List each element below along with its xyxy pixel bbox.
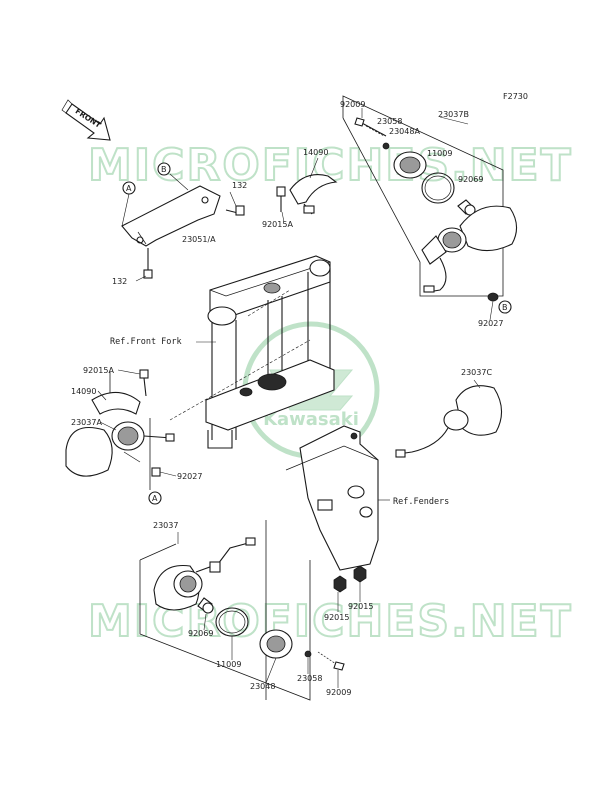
- label-23037a: 23037A: [71, 418, 102, 427]
- label-23037b: 23037B: [438, 110, 469, 119]
- label-92069-top: 92069: [458, 175, 483, 184]
- svg-text:A: A: [152, 494, 158, 503]
- label-92015a-top: 92015A: [262, 220, 293, 229]
- bolt-132-bottom: [143, 248, 153, 279]
- label-92009-bottom: 92009: [326, 688, 351, 697]
- turn-signal-23037b: [421, 205, 518, 293]
- o-ring-11009-top: [421, 172, 455, 204]
- label-92009-top: 92009: [340, 100, 365, 109]
- svg-text:B: B: [502, 303, 508, 312]
- label-23037: 23037: [153, 521, 178, 530]
- leader-lines: [97, 108, 494, 688]
- lens-ring-23048: [259, 629, 293, 659]
- lens-ring-23048a: [393, 151, 427, 179]
- svg-text:A: A: [126, 184, 132, 193]
- label-23037c: 23037C: [461, 368, 492, 377]
- washer-23058-top: [382, 142, 390, 150]
- screw-92009-bottom: [317, 651, 345, 671]
- callout-a-bottom: [148, 491, 162, 505]
- label-92027-top: 92027: [478, 319, 503, 328]
- bracket-23051a: [121, 185, 221, 247]
- bolt-132-top: [225, 205, 245, 216]
- front-fork-assembly: [205, 255, 335, 449]
- label-23051a: 23051/A: [182, 235, 216, 244]
- label-11009-top: 11009: [427, 149, 452, 158]
- label-23048a: 23048A: [389, 127, 420, 136]
- part-labels: 92009 23058 23048A 23037B 11009 92069 14…: [71, 100, 503, 697]
- diagram-code: F2730: [503, 92, 528, 101]
- label-14090-left: 14090: [71, 387, 96, 396]
- ref-front-fork-label: Ref.Front Fork: [110, 337, 182, 347]
- assembly-23037b: B: [342, 95, 518, 314]
- label-92015-a: 92015: [324, 613, 349, 622]
- bulb-92069-bottom: [197, 597, 214, 614]
- clamp-14090-top: [289, 174, 338, 215]
- assembly-23037: [139, 520, 345, 701]
- front-direction-arrow: FRONT: [61, 99, 111, 141]
- label-132-bottom: 132: [112, 277, 127, 286]
- label-23058-top: 23058: [377, 117, 402, 126]
- nut-92015-a: [333, 575, 347, 593]
- label-92015-b: 92015: [348, 602, 373, 611]
- label-92027-left: 92027: [177, 472, 202, 481]
- label-92069-bottom: 92069: [188, 629, 213, 638]
- label-14090-top: 14090: [303, 148, 328, 157]
- washer-23058-bottom: [304, 650, 312, 658]
- bulb-92069-top: [457, 199, 476, 216]
- grommet-92027-left: [151, 467, 161, 477]
- rear-fender-bracket: [285, 425, 379, 571]
- label-132-top: 132: [232, 181, 247, 190]
- turn-signal-23037c: [395, 385, 503, 458]
- label-23058-bottom: 23058: [297, 674, 322, 683]
- nut-92015-b: [353, 565, 367, 583]
- bolt-92015a-top: [276, 186, 286, 212]
- grommet-92027-top: [487, 292, 499, 302]
- screw-92009-top: [354, 117, 387, 137]
- label-23048: 23048: [250, 682, 275, 691]
- label-11009-bottom: 11009: [216, 660, 241, 669]
- watermark-logo-text: Kawasaki: [263, 409, 359, 430]
- callout-b-right: [498, 300, 512, 314]
- bolt-92015a-left: [139, 369, 149, 397]
- svg-text:B: B: [161, 165, 167, 174]
- label-92015a-left: 92015A: [83, 366, 114, 375]
- turn-signal-23037a: [65, 421, 175, 477]
- callout-b-top: [157, 162, 171, 176]
- turn-signal-23037: [153, 537, 256, 611]
- clamp-14090-left: [91, 391, 141, 415]
- ref-fenders-label: Ref.Fenders: [393, 497, 449, 507]
